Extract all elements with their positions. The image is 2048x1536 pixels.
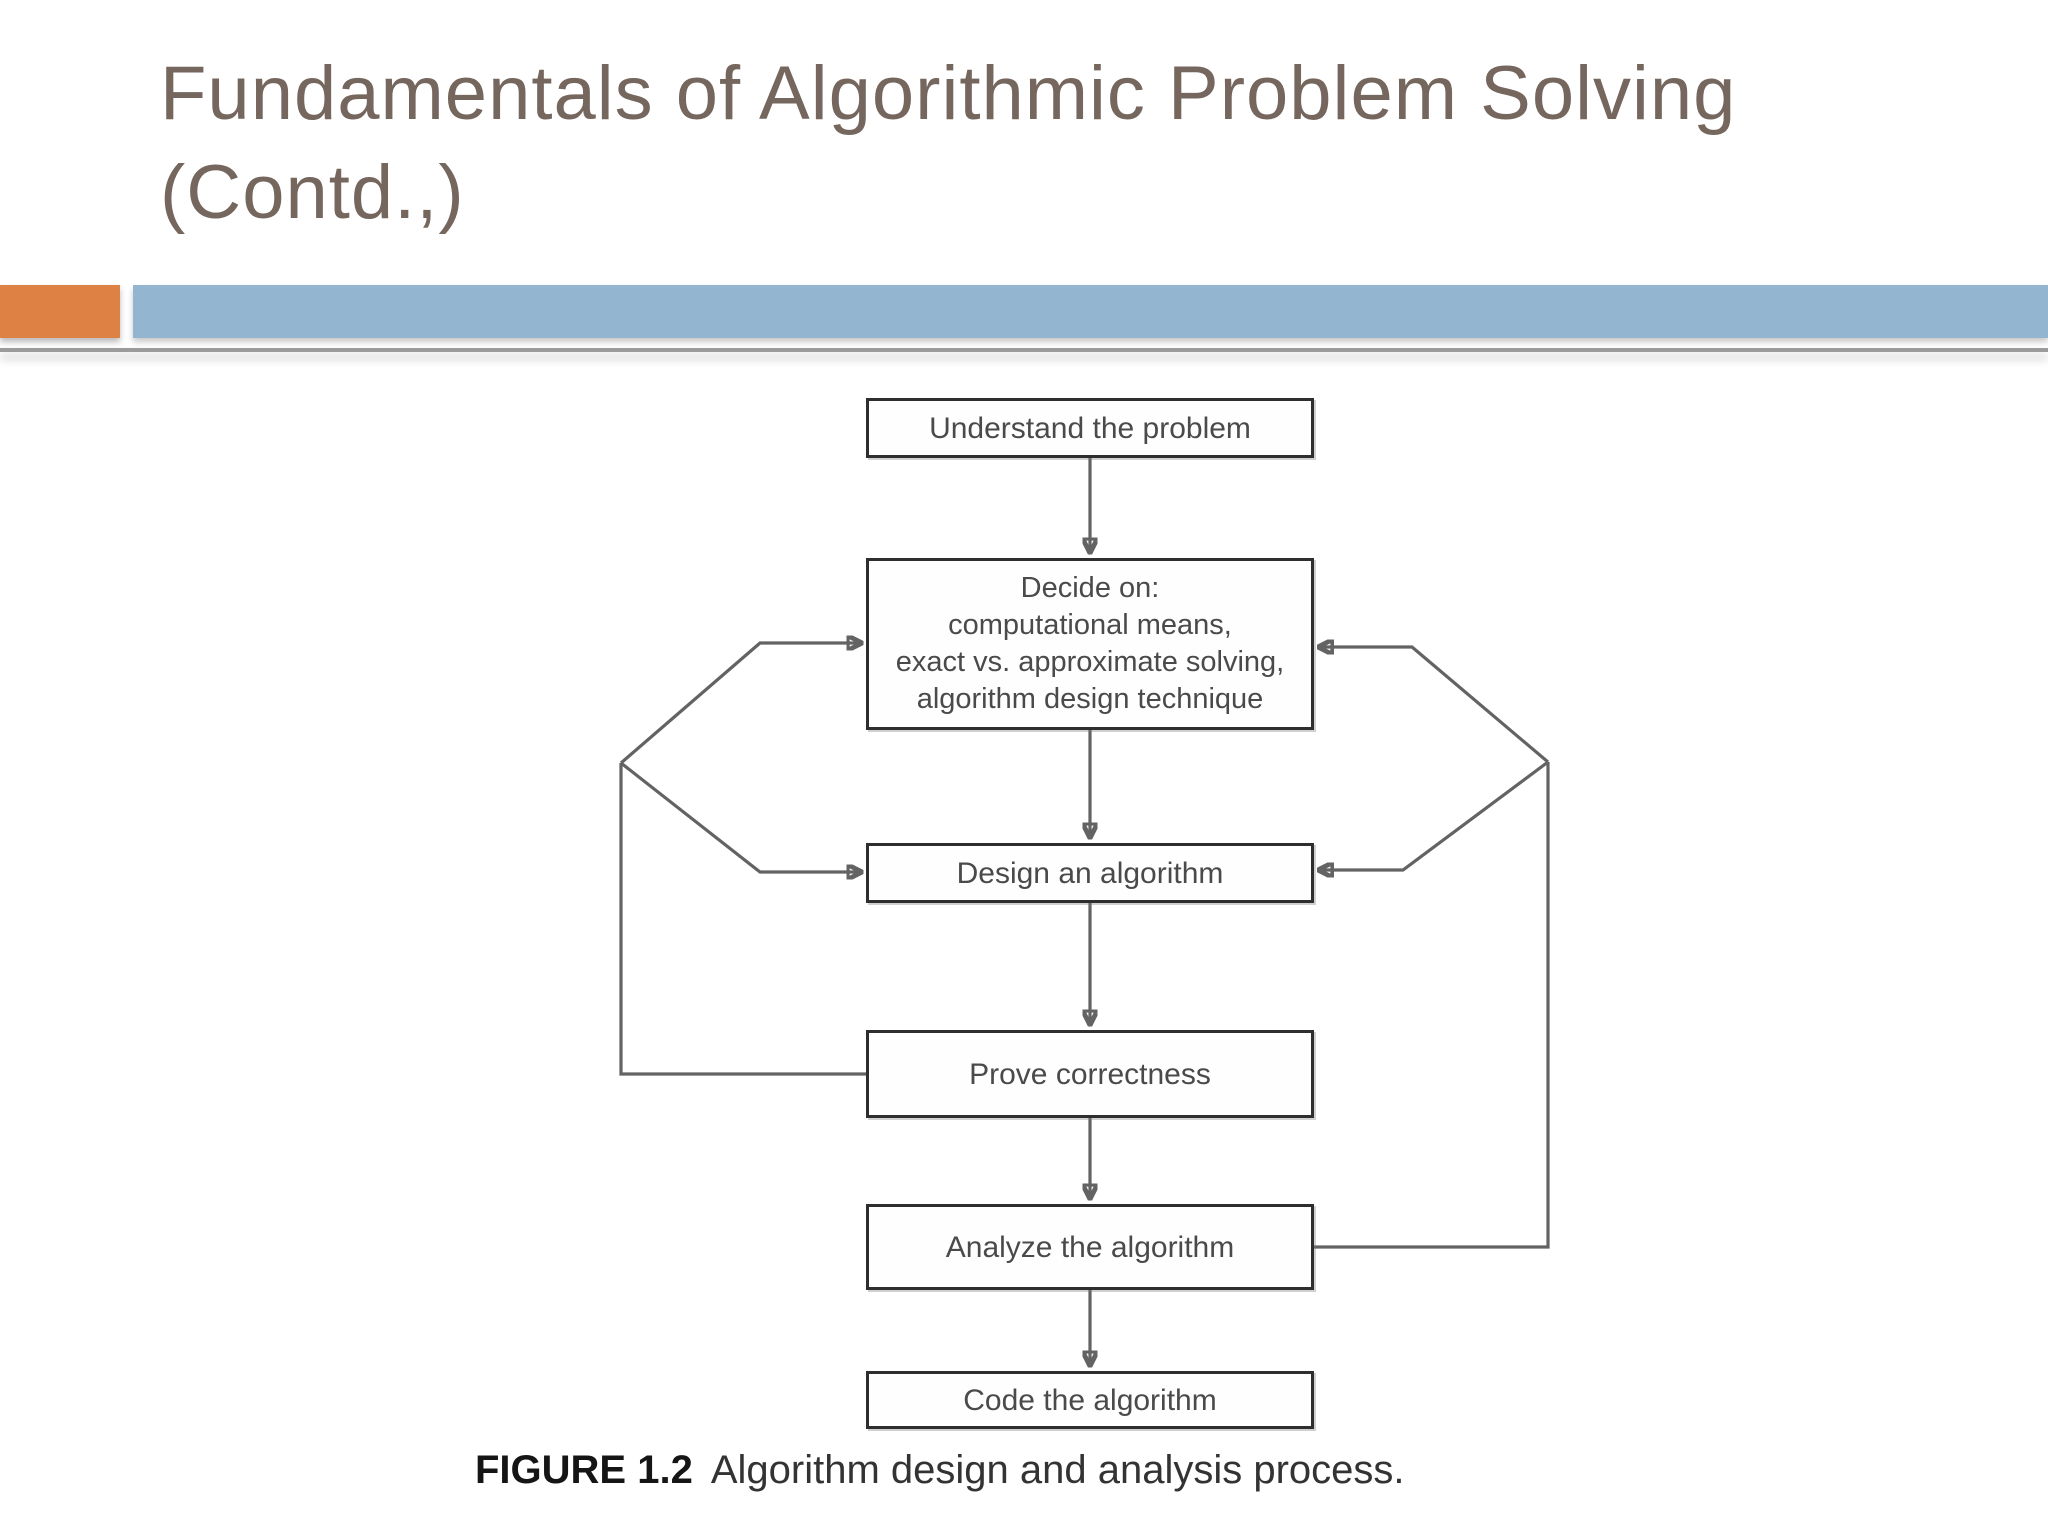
figure-caption-label: FIGURE 1.2: [475, 1448, 693, 1492]
slide-title: Fundamentals of Algorithmic Problem Solv…: [160, 44, 1920, 242]
figure-caption-text: Algorithm design and analysis process.: [710, 1448, 1405, 1492]
node-label-prove: Prove correctness: [969, 1057, 1211, 1091]
node-label-analyze: Analyze the algorithm: [945, 1230, 1235, 1264]
flowchart-node-understand: Understand the problem: [866, 398, 1314, 458]
title-line-1: Fundamentals of Algorithmic Problem Solv…: [160, 51, 1737, 136]
node-label-code: Code the algorithm: [963, 1383, 1217, 1417]
arrow-right-loop-to-decide: [1320, 647, 1550, 764]
flowchart-node-design: Design an algorithm: [866, 843, 1314, 903]
node-label-design: Design an algorithm: [956, 856, 1224, 890]
flowchart-node-decide: Decide on: computational means, exact vs…: [866, 558, 1314, 730]
line-prove-feedback-left: [619, 763, 866, 1076]
title-line-2: (Contd.,): [160, 150, 465, 235]
figure-caption: FIGURE 1.2 Algorithm design and analysis …: [475, 1448, 1405, 1493]
flowchart-node-analyze: Analyze the algorithm: [866, 1204, 1314, 1290]
accent-bar-blue: [133, 285, 2048, 338]
arrow-left-loop-to-decide: [619, 643, 860, 765]
node-label-understand: Understand the problem: [929, 411, 1251, 445]
divider-line: [0, 348, 2048, 352]
flowchart-node-code: Code the algorithm: [866, 1371, 1314, 1429]
accent-bar-orange: [0, 285, 120, 338]
flowchart-node-prove: Prove correctness: [866, 1030, 1314, 1118]
node-label-decide: Decide on: computational means, exact vs…: [895, 572, 1285, 715]
arrow-right-loop-to-design: [1320, 760, 1549, 870]
arrow-left-loop-to-design: [620, 761, 860, 872]
line-analyze-feedback-right: [1314, 762, 1550, 1249]
